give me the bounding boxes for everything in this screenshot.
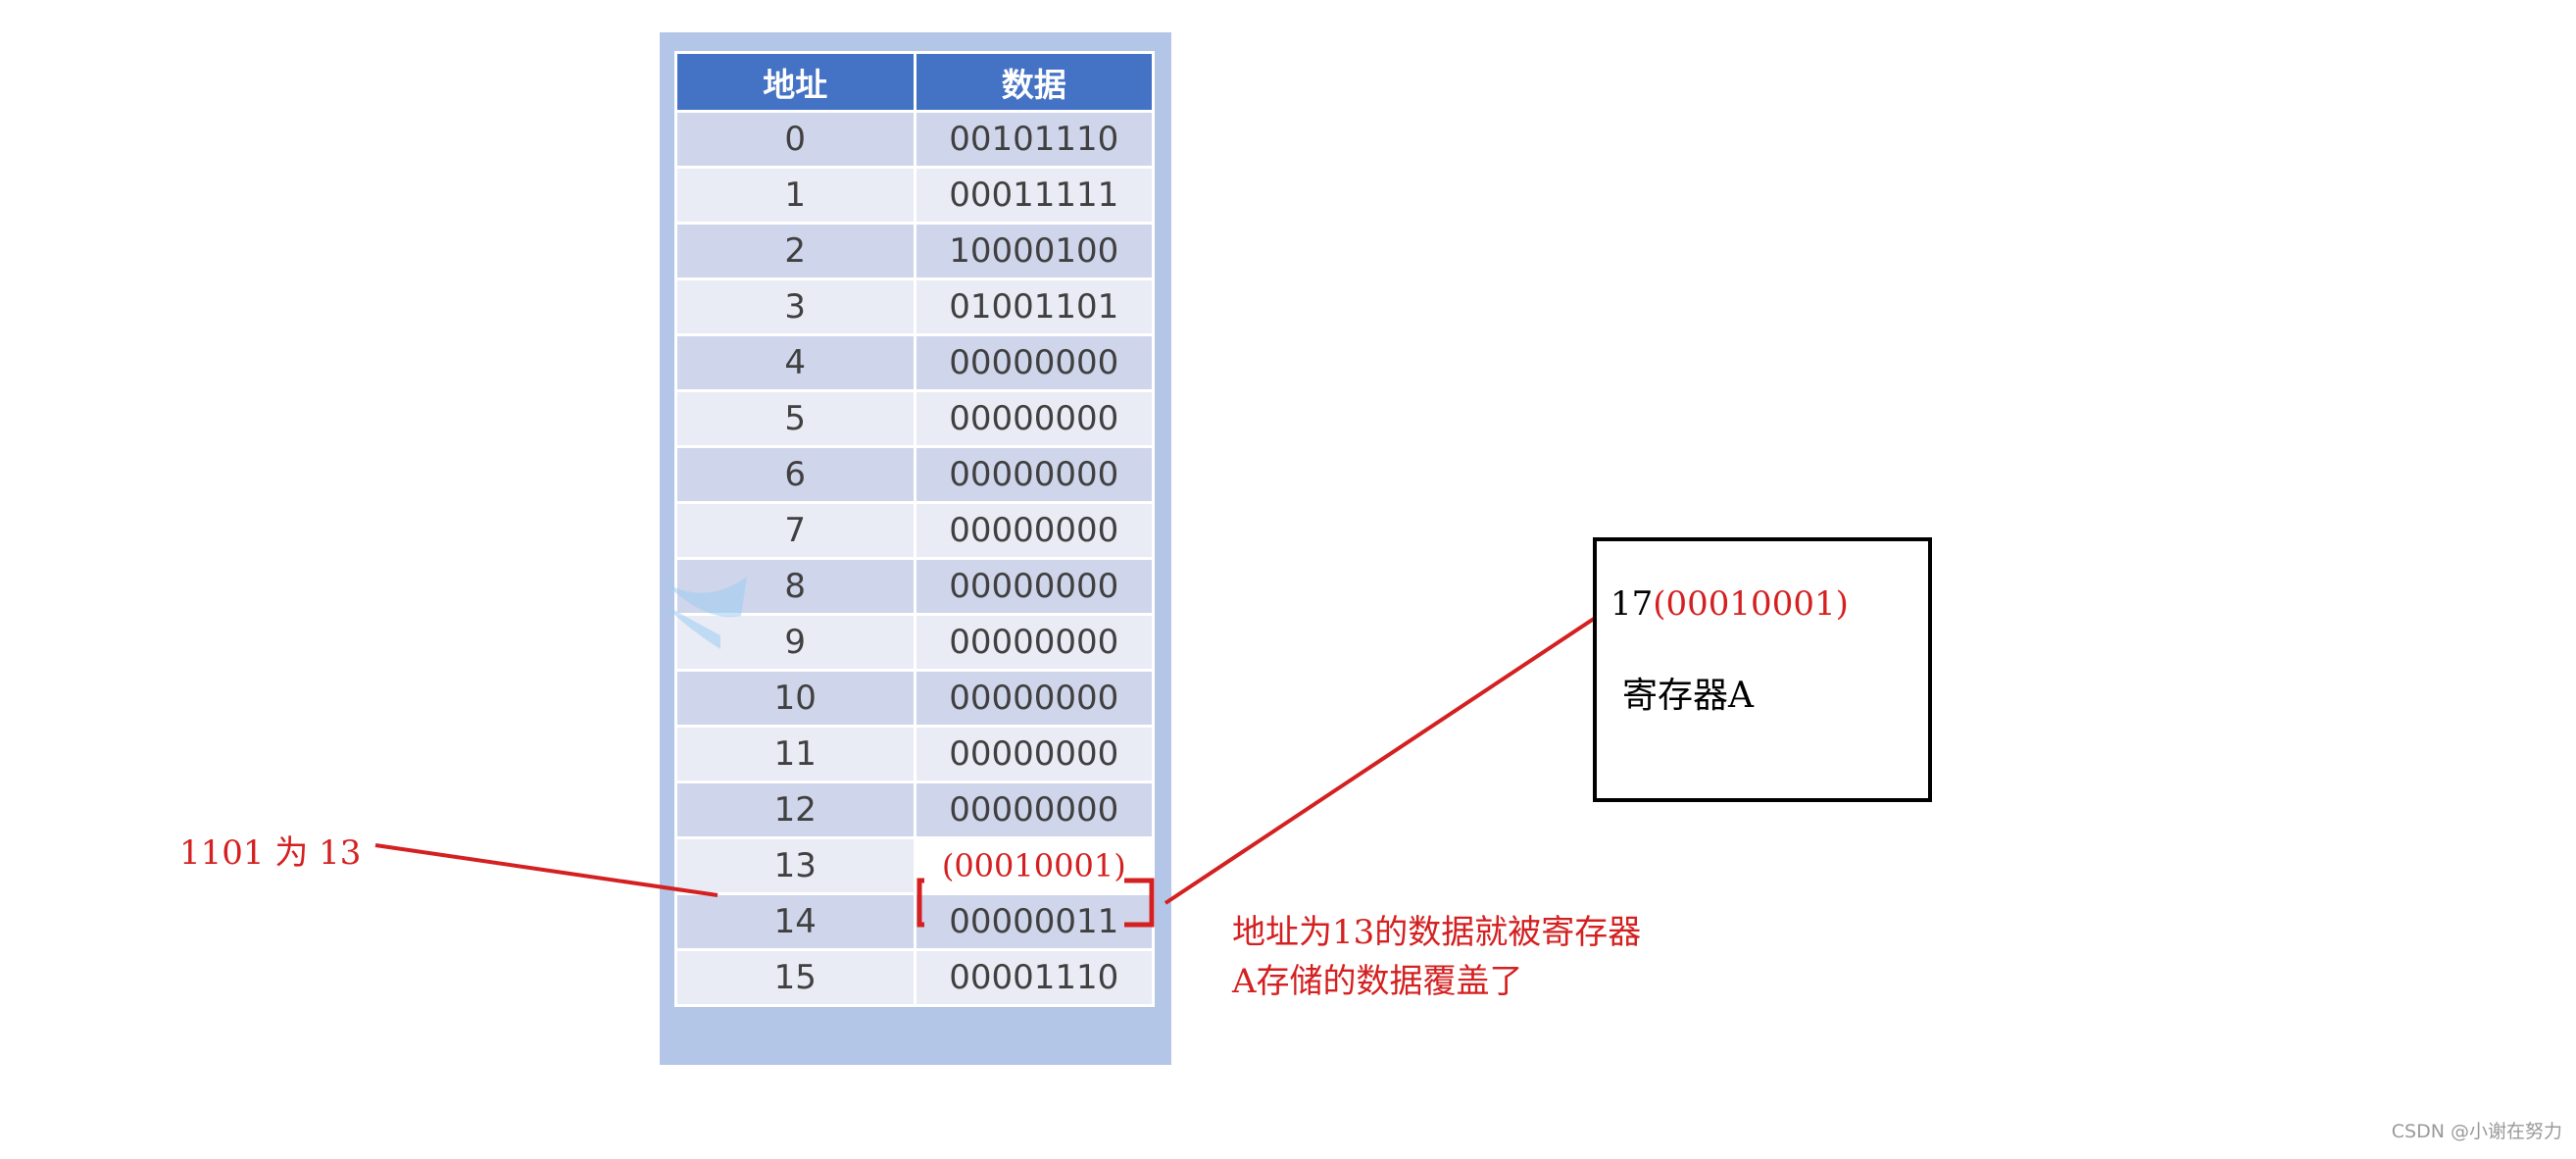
data-cell: 00000000 <box>913 725 1155 783</box>
data-cell: 00101110 <box>913 110 1155 169</box>
register-pointer-line <box>1164 607 1610 905</box>
register-name: 寄存器A <box>1622 676 1754 716</box>
address-cell: 5 <box>674 389 916 448</box>
address-cell: 1 <box>674 166 916 225</box>
data-cell: 00000000 <box>913 781 1155 839</box>
data-cell: 00001110 <box>913 948 1155 1007</box>
register-binary-value: (00010001) <box>1653 584 1849 624</box>
address-cell: 12 <box>674 781 916 839</box>
address-cell: 3 <box>674 277 916 336</box>
data-cell: 00000000 <box>913 613 1155 672</box>
data-cell: 00000000 <box>913 333 1155 392</box>
address-cell: 6 <box>674 445 916 504</box>
data-cell: 00000000 <box>913 557 1155 616</box>
data-cell: 00000011 <box>913 892 1155 951</box>
data-cell: 00000000 <box>913 501 1155 560</box>
data-cell: 01001101 <box>913 277 1155 336</box>
address-cell: 13 <box>674 836 916 895</box>
address-cell: 9 <box>674 613 916 672</box>
address-column-header: 地址 <box>674 51 916 113</box>
address-cell: 11 <box>674 725 916 783</box>
register-box: 17(00010001) 寄存器A <box>1593 537 1932 802</box>
address-cell: 14 <box>674 892 916 951</box>
data-cell: 00000000 <box>913 389 1155 448</box>
register-value: 17(00010001) <box>1610 584 1849 624</box>
explanation-note: 地址为13的数据就被寄存器A存储的数据覆盖了 <box>1232 913 1642 1001</box>
register-decimal-value: 17 <box>1610 584 1654 624</box>
data-cell: 00000000 <box>913 445 1155 504</box>
address-cell: 7 <box>674 501 916 560</box>
table-header-row: 地址 数据 <box>674 51 1155 113</box>
highlighted-row: 13(00010001) <box>674 836 1155 895</box>
address-cell: 10 <box>674 669 916 728</box>
address-cell: 4 <box>674 333 916 392</box>
data-column-header: 数据 <box>913 51 1155 113</box>
address-cell: 0 <box>674 110 916 169</box>
watermark: CSDN @小谢在努力 <box>2391 1121 2562 1142</box>
data-cell: 00011111 <box>913 166 1155 225</box>
data-cell: 00000000 <box>913 669 1155 728</box>
overwritten-data-cell: (00010001) <box>913 836 1155 895</box>
address-cell: 15 <box>674 948 916 1007</box>
data-cell: 10000100 <box>913 222 1155 280</box>
address-note: 1101 为 13 <box>179 833 362 873</box>
address-cell: 8 <box>674 557 916 616</box>
address-cell: 2 <box>674 222 916 280</box>
